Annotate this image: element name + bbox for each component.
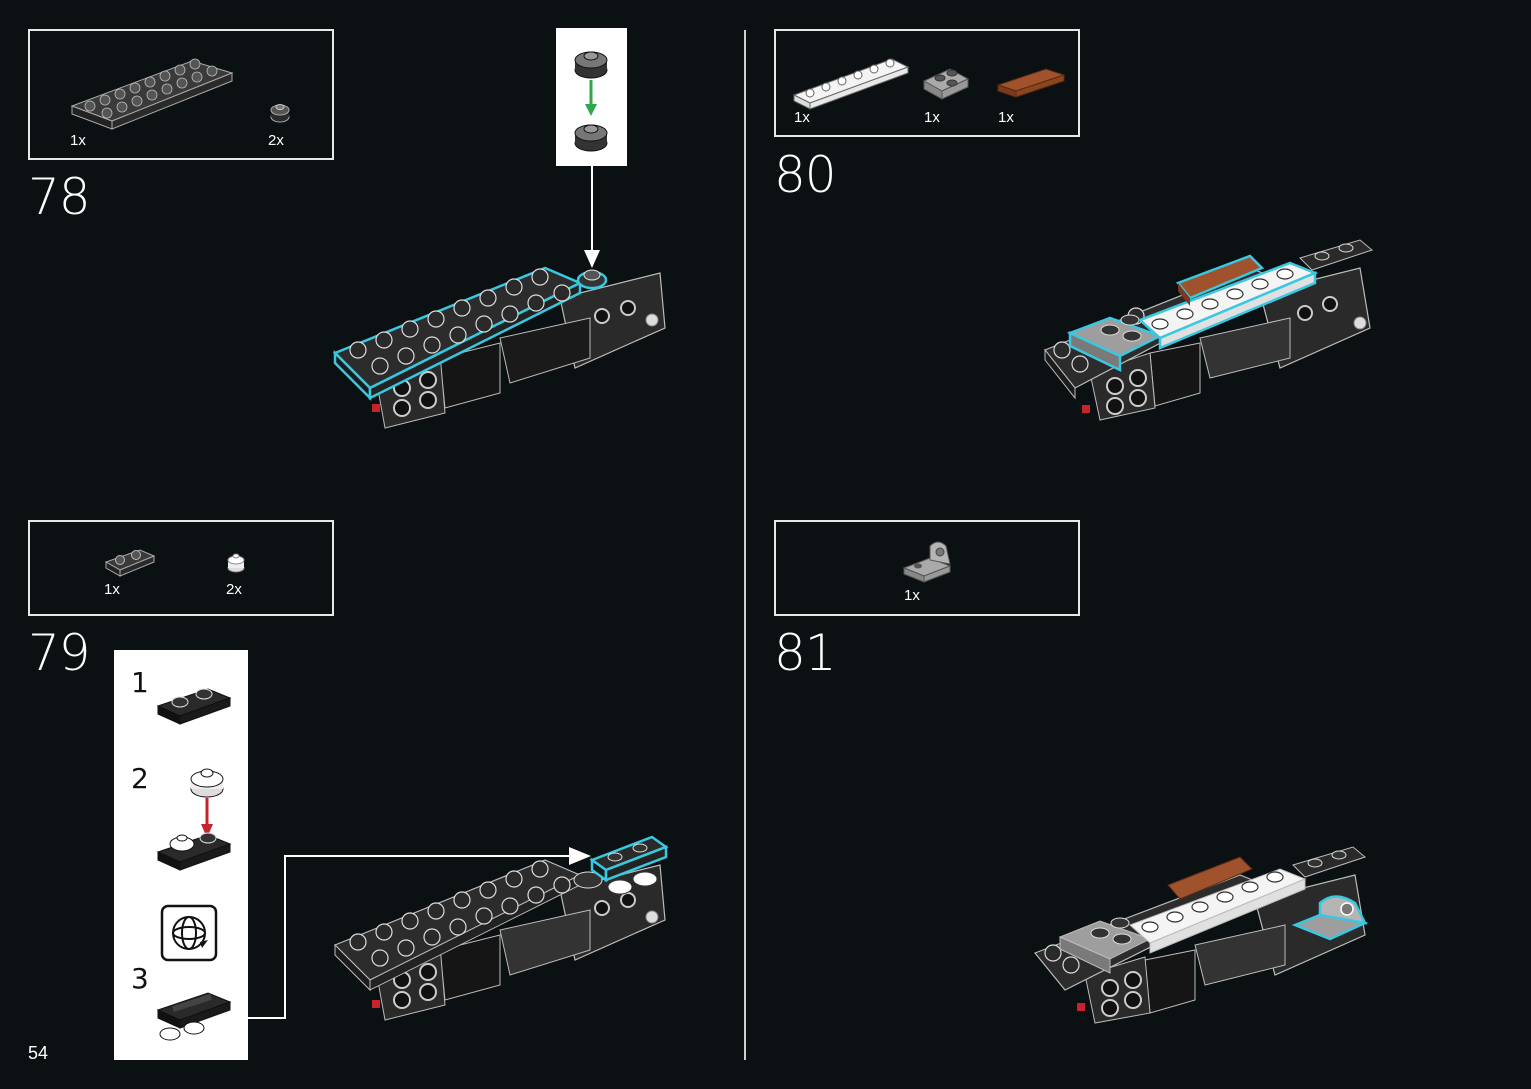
parts-list-79: 1x 2x	[28, 520, 334, 616]
part-qty: 2x	[268, 132, 284, 149]
substep-panel-79: 1 2 3	[114, 650, 248, 1060]
model-assembly-80	[1044, 239, 1374, 421]
step-number-81: 81	[774, 624, 837, 682]
bracket-icon	[902, 541, 952, 583]
callout-panel-78	[556, 28, 627, 166]
substep-illustrations	[156, 688, 232, 1041]
step-number-79: 79	[28, 624, 91, 682]
page-divider	[744, 30, 746, 1060]
part-qty: 2x	[226, 581, 242, 598]
step-number-80: 80	[774, 146, 837, 204]
part-qty: 1x	[104, 581, 120, 598]
substep-number: 3	[131, 962, 149, 995]
substep-number: 1	[131, 666, 149, 699]
model-assembly-79	[333, 835, 669, 1021]
plate-2x8-icon	[70, 58, 290, 130]
part-qty: 1x	[924, 109, 940, 126]
part-qty: 1x	[904, 587, 920, 604]
part-qty: 1x	[70, 132, 86, 149]
parts-80-icons	[792, 58, 1066, 110]
parts-list-81: 1x	[774, 520, 1080, 616]
plate-1x2-icon	[104, 549, 245, 577]
parts-list-78: 1x 2x	[28, 29, 334, 160]
callout-arrow-78	[584, 166, 600, 268]
part-qty: 1x	[794, 109, 810, 126]
callout-arrow-79	[247, 847, 591, 1019]
model-assembly-78	[332, 266, 666, 429]
substep-number: 2	[131, 762, 149, 795]
part-qty: 1x	[998, 109, 1014, 126]
page-number: 54	[28, 1043, 49, 1063]
model-assembly-81	[1034, 846, 1369, 1024]
round-plate-swap-icon	[574, 51, 608, 152]
step-number-78: 78	[28, 168, 91, 226]
parts-list-80: 1x 1x 1x	[774, 29, 1080, 137]
